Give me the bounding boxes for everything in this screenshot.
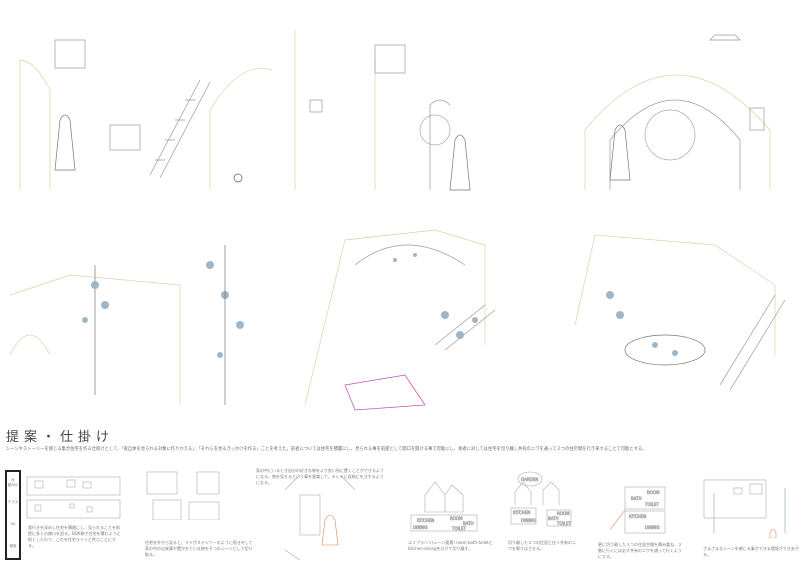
plan-label: BATH xyxy=(631,496,642,501)
window-scenes xyxy=(146,471,220,520)
caption-7: さまざまなシーンを感じる事ができる環境ができあがる。 xyxy=(703,546,799,557)
plan-label: TOILET xyxy=(451,526,467,531)
plan-label: KITCHEN xyxy=(629,514,646,519)
floor-label: 水廻/WC xyxy=(7,478,19,487)
diagram-house-split: KITCHEN DINING ROOM BATH TOILET xyxy=(410,481,478,532)
facade-elevations xyxy=(26,476,121,519)
section-bar: 水廻/WC テラス DK 寝室 xyxy=(5,470,21,560)
plan-label: TOILET xyxy=(644,502,660,507)
caption-4: ユリプラバリ(シーン要素) room-bath-toiletとkitchen-d… xyxy=(408,540,493,551)
plan-label: BATH xyxy=(463,521,474,526)
plan-label: ROOM xyxy=(557,511,570,516)
interior-sketch xyxy=(284,474,356,560)
sketch-panel-4 xyxy=(9,225,275,415)
caption-2: 住宅を外から見ると、マドがステツリーのように続きをして家の中の出来事や置かれてい… xyxy=(145,540,253,557)
caption-3: 家の中にいるとき自分の好きな物をより良い所に置くことができるようになる。物を見せ… xyxy=(256,468,384,485)
final-scene xyxy=(703,479,786,538)
sketch-panel-1 xyxy=(10,20,275,200)
plan-label: ROOM xyxy=(647,490,660,495)
plan-label: KITCHEN xyxy=(417,518,434,523)
plan-label: DINING xyxy=(521,518,536,523)
sketch-panel-2 xyxy=(285,20,540,200)
sketch-panel-6 xyxy=(555,225,795,415)
plan-label: KITCHEN xyxy=(513,510,530,515)
plan-label: BATH xyxy=(548,516,559,521)
caption-6: 更に切り離した２つの住居空間を積み重ね、２階に行くには必ず共有のニワを通って行く… xyxy=(598,542,682,559)
plan-label: ROOM xyxy=(450,516,463,521)
sketch-panel-5 xyxy=(285,225,540,415)
diagram-stacked: ROOM BATH TOILET KITCHEN DINING xyxy=(609,486,666,534)
plan-label: GARDEN xyxy=(521,477,538,482)
sketch-panel-3 xyxy=(555,20,795,200)
plan-label: DINING xyxy=(413,525,428,530)
floor-label: 寝室 xyxy=(9,544,17,548)
section-title: 提案・仕掛け xyxy=(6,430,115,445)
description-text: シーンやストーリーを感じる集合住宅を作る仕掛けとして、「家自体を見られる対象に作… xyxy=(6,447,647,452)
floor-label: テラス xyxy=(7,500,19,504)
plan-label: TOILET xyxy=(556,521,572,526)
caption-1: 奥行きを深めし住宅を積層にし、見られることを前提に多くの開口を設る。BDK側で住… xyxy=(28,525,121,548)
floor-label: DK xyxy=(10,522,16,526)
plan-label: DINING xyxy=(645,525,660,530)
diagram-garden: GARDEN KITCHEN DINING ROOM BATH TOILET xyxy=(510,471,572,527)
caption-5: 切り離した２つの住居と住人共有のニワを繋りはさせる。 xyxy=(508,540,576,551)
